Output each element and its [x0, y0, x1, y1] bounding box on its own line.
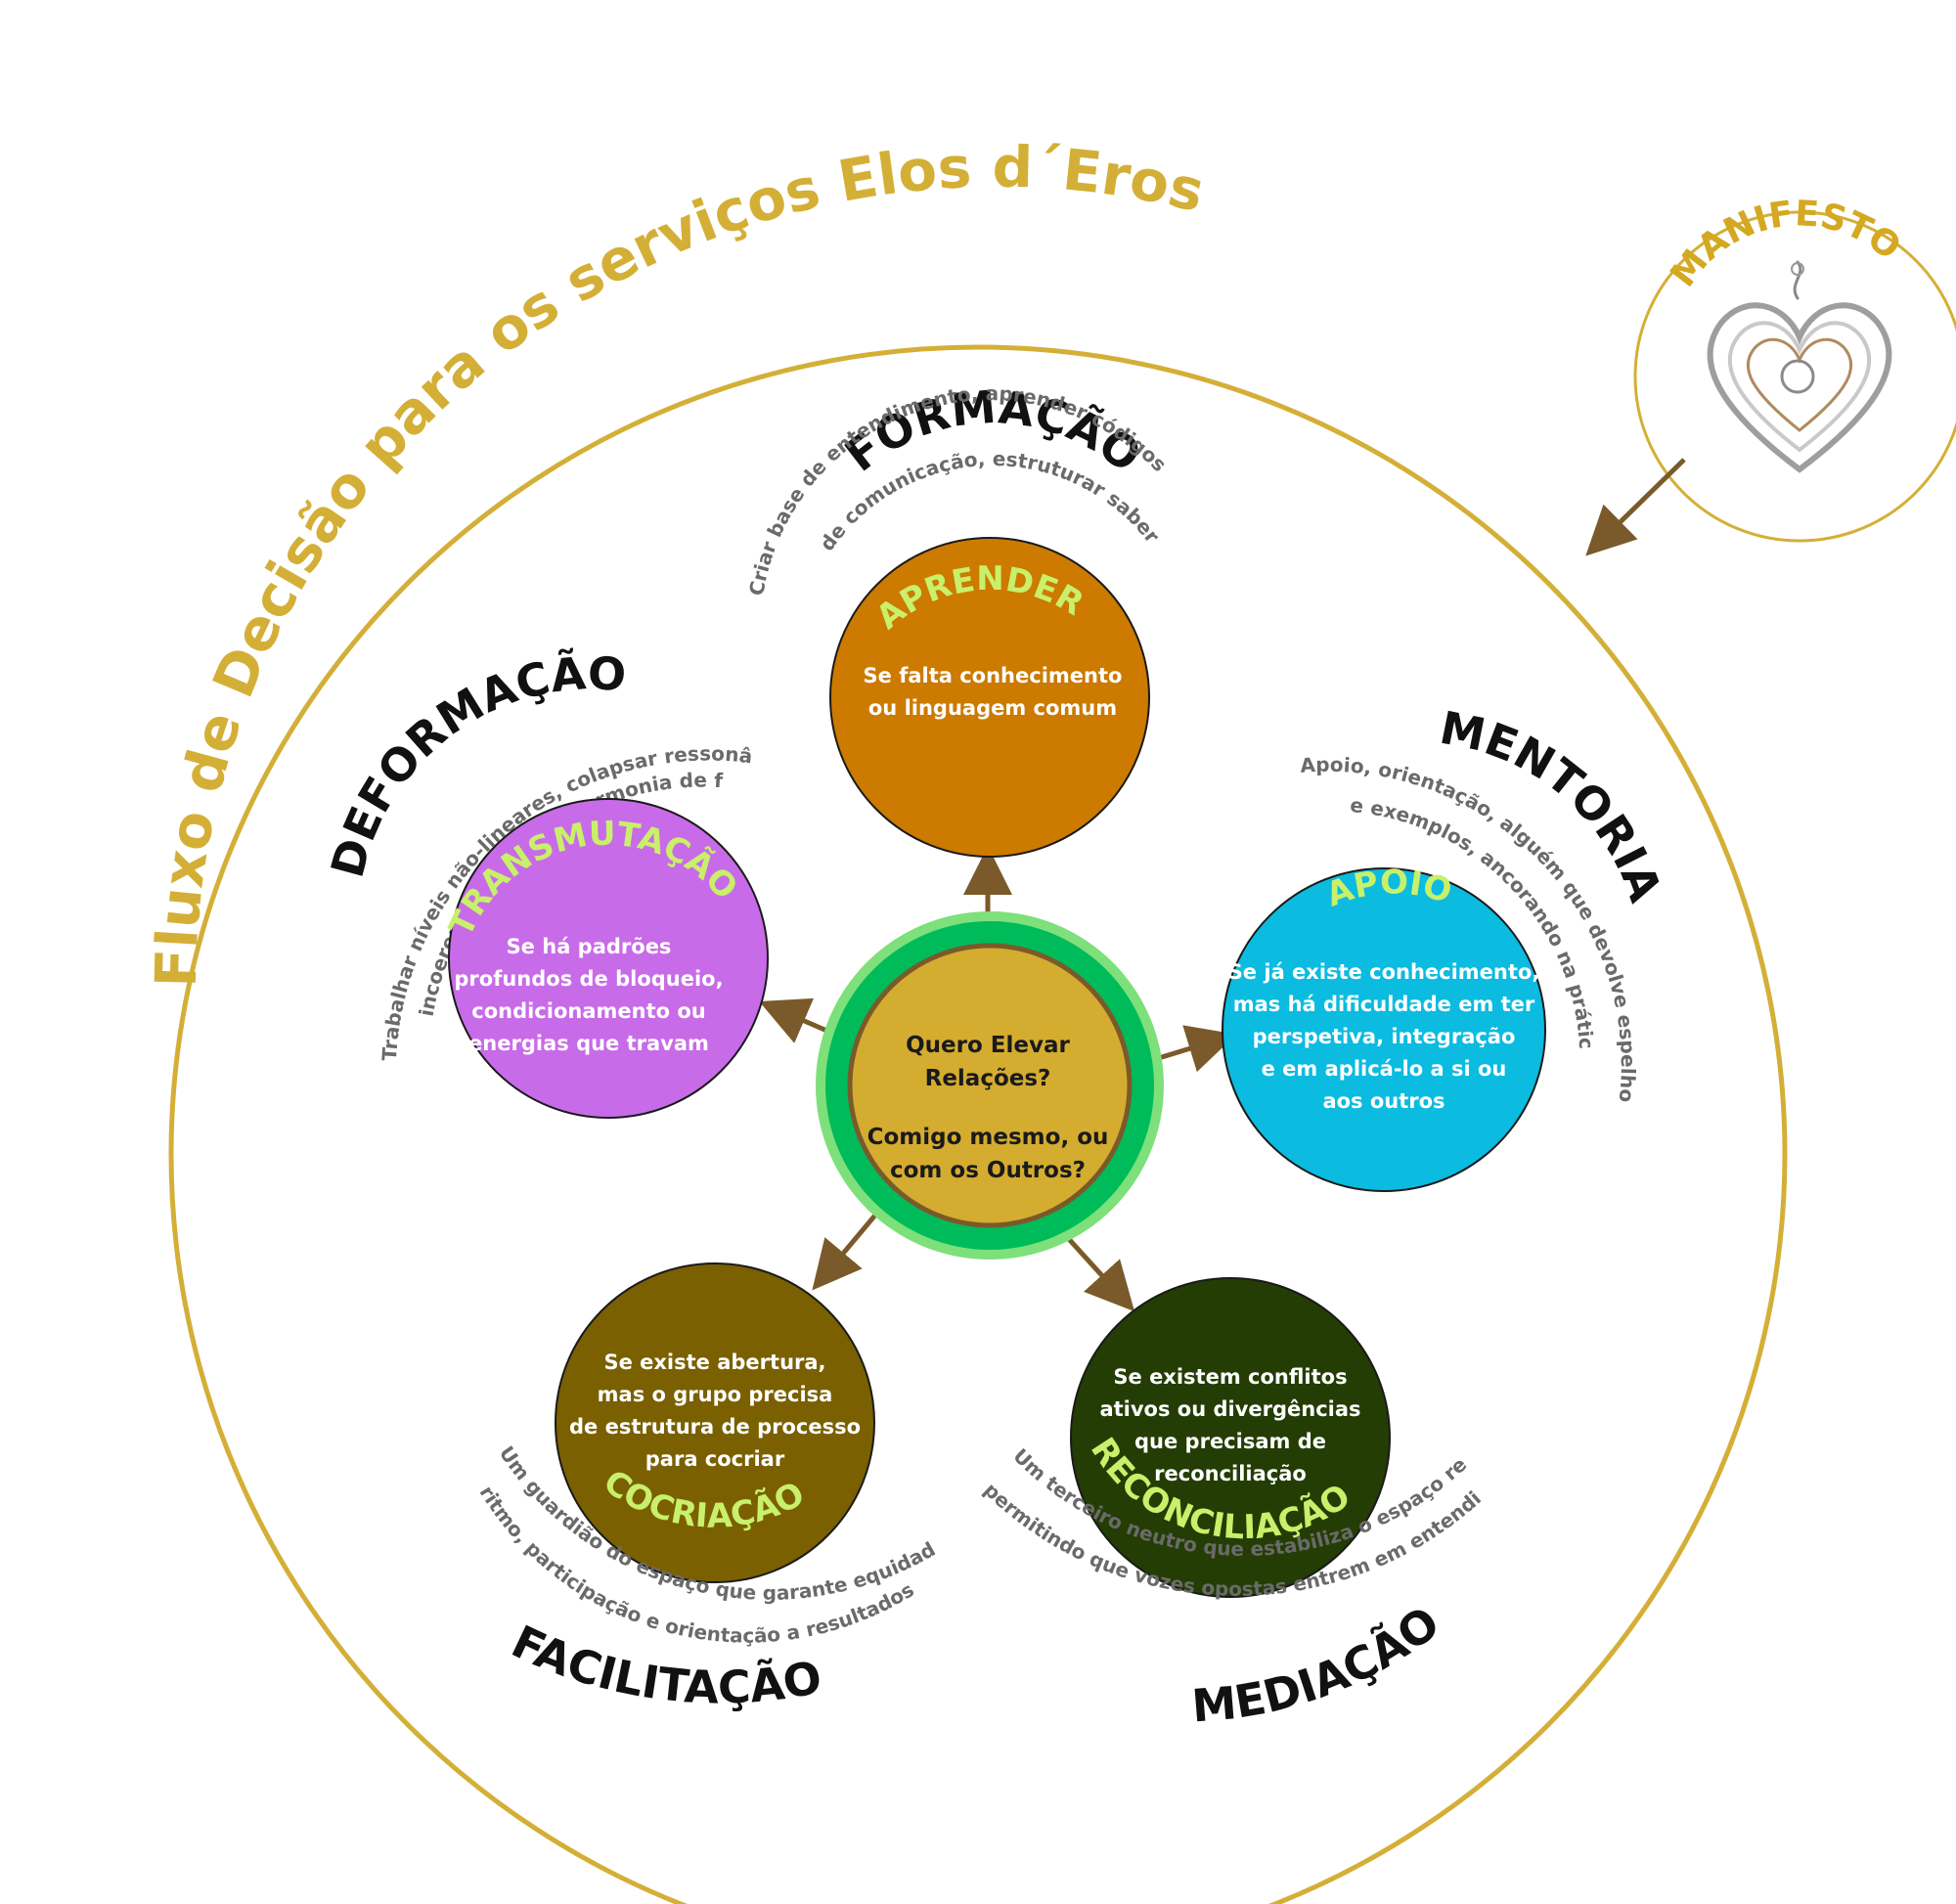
manifesto-badge[interactable]: MANIFESTO	[1633, 194, 1956, 543]
center-line-2: Relações?	[925, 1066, 1051, 1091]
center-circle	[847, 943, 1133, 1228]
center-line-3: Comigo mesmo, ou	[867, 1125, 1109, 1150]
reconciliacao-line-4: reconciliação	[1154, 1462, 1307, 1485]
center-line-1: Quero Elevar	[906, 1033, 1070, 1058]
aprender-line-2: ou linguagem comum	[868, 696, 1117, 720]
transmutacao-circle	[448, 798, 769, 1119]
reconciliacao-line-2: ativos ou divergências	[1099, 1397, 1360, 1421]
node-aprender[interactable]: APRENDER Se falta conhecimento ou lingua…	[829, 537, 1150, 858]
aprender-circle	[829, 537, 1150, 858]
apoio-circle	[1222, 867, 1546, 1192]
center-line-4: com os Outros?	[890, 1158, 1086, 1183]
apoio-line-5: aos outros	[1322, 1089, 1445, 1113]
apoio-line-2: mas há dificuldade em ter	[1233, 993, 1535, 1016]
cocriacao-circle	[555, 1262, 875, 1583]
transmutacao-line-4: energias que travam	[468, 1032, 709, 1055]
cocriacao-line-2: mas o grupo precisa	[598, 1383, 833, 1406]
manifesto-circle	[1633, 210, 1956, 543]
node-reconciliacao[interactable]: Se existem conflitos ativos ou divergênc…	[1070, 1277, 1391, 1598]
reconciliacao-line-1: Se existem conflitos	[1113, 1365, 1347, 1389]
transmutacao-line-1: Se há padrões	[507, 935, 672, 958]
transmutacao-line-2: profundos de bloqueio,	[454, 967, 723, 991]
mediacao-title: MEDIAÇÃO	[1190, 1596, 1449, 1733]
node-apoio[interactable]: APOIO Se já existe conhecimento, mas há …	[1222, 863, 1546, 1192]
node-cocriacao[interactable]: Se existe abertura, mas o grupo precisa …	[555, 1262, 875, 1583]
apoio-line-1: Se já existe conhecimento,	[1228, 960, 1540, 984]
aprender-line-1: Se falta conhecimento	[864, 664, 1123, 687]
reconciliacao-circle	[1070, 1277, 1391, 1598]
cocriacao-line-1: Se existe abertura,	[603, 1351, 825, 1374]
cocriacao-line-4: para cocriar	[645, 1447, 785, 1471]
cocriacao-line-3: de estrutura de processo	[569, 1415, 861, 1439]
node-transmutacao[interactable]: TRANSMUTAÇÃO Se há padrões profundos de …	[442, 798, 769, 1119]
heart-knot-icon	[1707, 260, 1892, 473]
reconciliacao-line-3: que precisam de	[1134, 1430, 1326, 1453]
transmutacao-line-3: condicionamento ou	[471, 999, 705, 1023]
manifesto-arrow	[1585, 458, 1686, 556]
apoio-line-3: perspetiva, integração	[1253, 1025, 1516, 1048]
apoio-line-4: e em aplicá-lo a si ou	[1262, 1057, 1507, 1081]
outer-ring	[168, 344, 1788, 1904]
center-node[interactable]: Quero Elevar Relações? Comigo mesmo, ou …	[816, 911, 1164, 1260]
